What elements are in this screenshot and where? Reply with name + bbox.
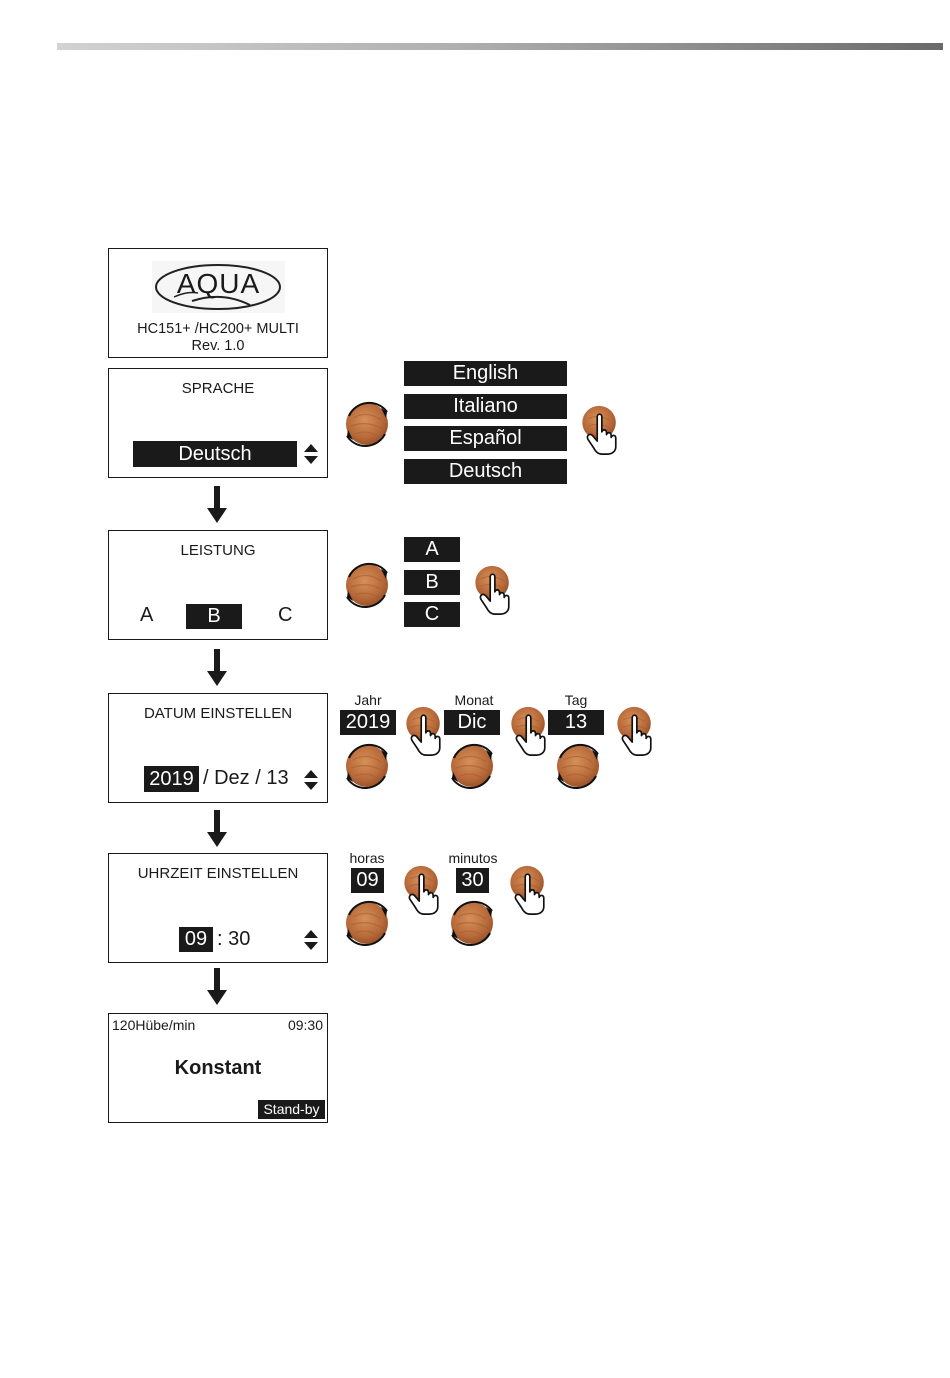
rotate-knob-icon xyxy=(339,557,395,613)
press-knob-icon xyxy=(610,705,660,757)
down-arrow-icon xyxy=(206,486,228,524)
year-value: 2019 xyxy=(340,710,396,735)
day-label: Tag xyxy=(548,692,604,708)
aqua-logo: AQUA xyxy=(152,261,285,313)
rotate-knob-icon xyxy=(339,738,395,794)
power-option: A xyxy=(404,537,460,562)
date-title: DATUM EINSTELLEN xyxy=(109,705,327,722)
updown-icon xyxy=(303,769,319,791)
press-knob-icon xyxy=(468,564,518,616)
logo-text: AQUA xyxy=(152,268,285,300)
minutes-label: minutos xyxy=(442,850,504,866)
boot-screen: AQUA HC151+ /HC200+ MULTI Rev. 1.0 xyxy=(108,248,328,358)
rotate-knob-icon xyxy=(339,396,395,452)
power-screen: LEISTUNG A B C xyxy=(108,530,328,640)
language-value: Deutsch xyxy=(133,441,297,467)
day-value: 13 xyxy=(548,710,604,735)
down-arrow-icon xyxy=(206,968,228,1006)
updown-icon xyxy=(303,929,319,951)
power-option-c: C xyxy=(278,604,292,627)
date-screen: DATUM EINSTELLEN 2019 / Dez / 13 xyxy=(108,693,328,803)
status-badge: Stand-by xyxy=(258,1100,325,1119)
language-option: English xyxy=(404,361,567,386)
updown-icon xyxy=(303,443,319,465)
month-label: Monat xyxy=(444,692,504,708)
down-arrow-icon xyxy=(206,649,228,687)
main-screen: 120Hübe/min 09:30 Konstant Stand-by xyxy=(108,1013,328,1123)
time-screen: UHRZEIT EINSTELLEN 09 : 30 xyxy=(108,853,328,963)
power-title: LEISTUNG xyxy=(109,542,327,559)
time-hours: 09 xyxy=(179,927,213,952)
rotate-knob-icon xyxy=(550,738,606,794)
mode-label: Konstant xyxy=(109,1057,327,1080)
hours-label: horas xyxy=(342,850,392,866)
power-option: C xyxy=(404,602,460,627)
power-option-a: A xyxy=(140,604,153,627)
language-option: Deutsch xyxy=(404,459,567,484)
stroke-rate: 120Hübe/min xyxy=(112,1017,195,1033)
power-option-b: B xyxy=(186,604,242,629)
rotate-knob-icon xyxy=(339,895,395,951)
model-name: HC151+ /HC200+ MULTI xyxy=(109,321,327,337)
month-value: Dic xyxy=(444,710,500,735)
press-knob-icon xyxy=(575,404,625,456)
rotate-knob-icon xyxy=(444,738,500,794)
date-year: 2019 xyxy=(144,766,199,792)
press-knob-icon xyxy=(503,864,553,916)
header-rule xyxy=(57,43,943,50)
date-rest: / Dez / 13 xyxy=(203,767,289,790)
minutes-value: 30 xyxy=(456,868,489,893)
clock: 09:30 xyxy=(288,1017,323,1033)
revision: Rev. 1.0 xyxy=(109,338,327,354)
time-title: UHRZEIT EINSTELLEN xyxy=(109,865,327,882)
language-screen: SPRACHE Deutsch xyxy=(108,368,328,478)
language-title: SPRACHE xyxy=(109,380,327,397)
hours-value: 09 xyxy=(351,868,384,893)
press-knob-icon xyxy=(399,705,449,757)
down-arrow-icon xyxy=(206,810,228,848)
power-option: B xyxy=(404,570,460,595)
language-option: Español xyxy=(404,426,567,451)
year-label: Jahr xyxy=(340,692,396,708)
rotate-knob-icon xyxy=(444,895,500,951)
press-knob-icon xyxy=(397,864,447,916)
press-knob-icon xyxy=(504,705,554,757)
time-rest: : 30 xyxy=(217,928,250,951)
language-option: Italiano xyxy=(404,394,567,419)
